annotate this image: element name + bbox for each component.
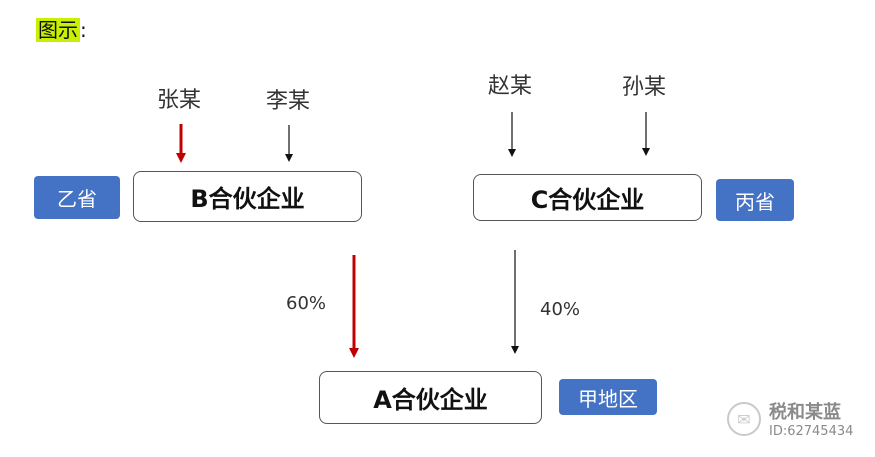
watermark: ✉ 税和某蓝 ID:62745434 bbox=[727, 398, 867, 448]
wechat-icon: ✉ bbox=[727, 402, 761, 436]
region-jia: 甲地区 bbox=[559, 379, 657, 415]
person-sun: 孙某 bbox=[622, 75, 667, 100]
share-b-to-a: 60% bbox=[286, 293, 327, 314]
person-li: 李某 bbox=[266, 89, 311, 114]
caption-highlight: 图示 bbox=[36, 18, 80, 42]
entity-c: C合伙企业 bbox=[473, 174, 702, 221]
caption: 图示: bbox=[36, 14, 87, 43]
share-c-to-a: 40% bbox=[540, 299, 581, 320]
entity-a: A合伙企业 bbox=[319, 371, 542, 424]
region-bing: 丙省 bbox=[716, 179, 794, 221]
region-yi: 乙省 bbox=[34, 176, 120, 219]
person-zhang: 张某 bbox=[157, 88, 202, 113]
watermark-name: 税和某蓝 bbox=[769, 402, 841, 423]
person-zhao: 赵某 bbox=[488, 74, 533, 99]
caption-suffix: : bbox=[80, 18, 87, 42]
watermark-id: ID:62745434 bbox=[769, 424, 854, 439]
entity-b: B合伙企业 bbox=[133, 171, 362, 222]
